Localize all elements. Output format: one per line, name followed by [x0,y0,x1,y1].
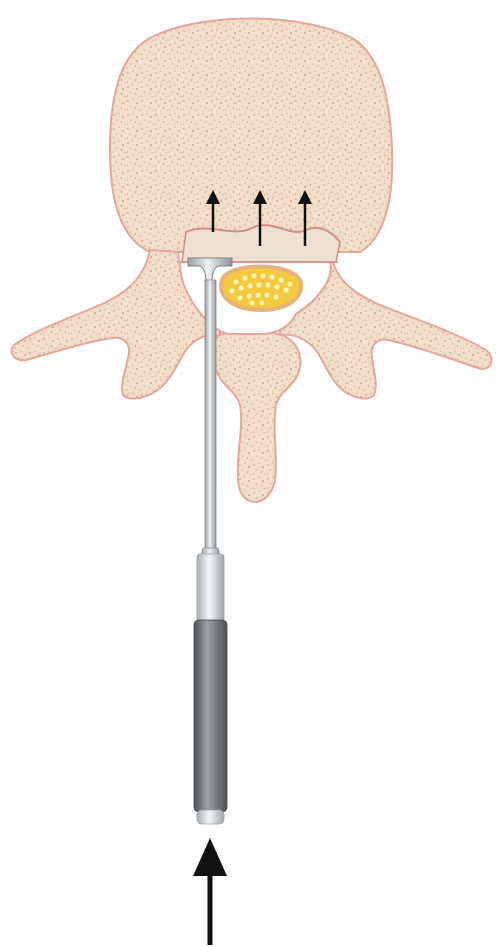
large-up-arrow-icon [193,838,227,945]
vertebral-body [110,19,392,253]
instrument-collar [197,554,224,622]
spinous-process [212,332,300,503]
spinal-cord [221,267,301,311]
instrument-handle [194,620,227,812]
instrument-end-cap [197,810,224,824]
vertebra [12,19,492,503]
instrument-shaft [205,280,216,555]
